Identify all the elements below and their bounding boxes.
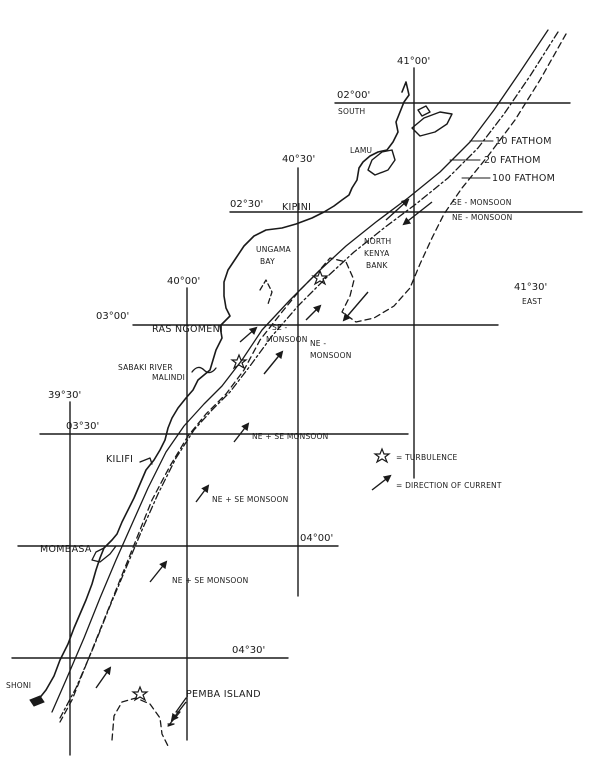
label-lat-03-00: 03°00': [96, 311, 129, 322]
label-north-kenya-2: KENYA: [364, 249, 390, 258]
label-lat-03-30: 03°30': [66, 421, 99, 432]
arrow-ne-se-1: [233, 422, 250, 443]
label-ras-ngomeni: RAS NGOMENI: [152, 324, 223, 335]
label-lon-40-00: 40°00': [167, 276, 200, 287]
label-lat-04-30: 04°30': [232, 645, 265, 656]
label-shimoni: SHONI: [6, 681, 31, 690]
turbulence-symbols: [131, 269, 391, 702]
label-north-kenya-1: NORTH: [364, 237, 391, 246]
label-ne-se-3: NE + SE MONSOON: [172, 576, 248, 585]
label-20-fathom: 20 FATHOM: [484, 155, 541, 166]
label-lon-40-30: 40°30': [282, 154, 315, 165]
label-se-monsoon-b1: SE -: [272, 323, 287, 332]
arrow-ras-3: [305, 304, 322, 321]
label-lon-39-30: 39°30': [48, 390, 81, 401]
label-ungama-2: BAY: [260, 257, 275, 266]
contour-100-fathom: [59, 33, 567, 723]
lamu-islands: [367, 105, 453, 176]
coastline: [37, 81, 410, 701]
latitude-lines: [11, 102, 583, 659]
legend-turbulence-label: = TURBULENCE: [396, 453, 458, 462]
label-ne-monsoon: NE - MONSOON: [452, 213, 512, 222]
label-kilifi: KILIFI: [106, 454, 133, 465]
arrow-kipini-se: [385, 198, 410, 221]
label-kipini: KIPINI: [282, 202, 311, 213]
current-arrows: [95, 198, 433, 722]
contour-20-fathom: [59, 31, 559, 719]
arrow-bank-ne: [402, 201, 433, 226]
label-north-kenya-3: BANK: [366, 261, 388, 270]
legend-direction-label: = DIRECTION OF CURRENT: [396, 481, 502, 490]
label-ne-monsoon-b2: MONSOON: [310, 351, 352, 360]
legend: = TURBULENCE = DIRECTION OF CURRENT: [371, 453, 502, 491]
turbulence-star-3: [131, 685, 149, 702]
arrow-ne-se-3: [149, 560, 168, 583]
label-pemba-island: PEMBA ISLAND: [186, 689, 261, 700]
label-mombasa: MOMBASA: [40, 544, 92, 555]
label-lon-41-00: 41°00': [397, 56, 430, 67]
sabaki-river: [191, 366, 217, 374]
turbulence-star-2: [230, 353, 248, 370]
arrow-ras-1: [239, 326, 258, 343]
ungama-hook: [259, 279, 273, 305]
label-lon-east-suffix: EAST: [522, 297, 542, 306]
label-lat-02-00-south: SOUTH: [338, 107, 365, 116]
label-ne-se-2: NE + SE MONSOON: [212, 495, 288, 504]
longitude-lines: [69, 67, 415, 756]
turbulence-star-legend: [373, 447, 391, 464]
turbulence-star-1: [311, 269, 329, 286]
label-lat-04-00: 04°00': [300, 533, 333, 544]
label-ne-monsoon-b1: NE -: [310, 339, 326, 348]
label-se-monsoon-b2: MONSOON: [266, 335, 308, 344]
pemba-hollow-arrow: [167, 697, 187, 727]
arrow-pemba: [170, 701, 187, 722]
label-ungama-1: UNGAMA: [256, 245, 292, 254]
label-100-fathom: 100 FATHOM: [492, 173, 555, 184]
label-lamu: LAMU: [350, 146, 372, 155]
arrow-ne-se-2: [195, 484, 210, 503]
legend-arrow: [371, 474, 392, 491]
label-10-fathom: 10 FATHOM: [495, 136, 552, 147]
arrow-south-1: [95, 666, 112, 689]
label-sabaki-river: SABAKI RIVER: [118, 363, 173, 372]
label-lat-02-30: 02°30': [230, 199, 263, 210]
label-malindi: MALINDI: [152, 373, 185, 382]
arrow-bank-ne-2: [342, 291, 369, 322]
kilifi-creek: [139, 457, 153, 465]
label-se-monsoon: SE - MONSOON: [452, 198, 512, 207]
mombasa-inlet: [91, 545, 117, 563]
label-lat-02-00: 02°00': [337, 90, 370, 101]
label-ne-se-1: NE + SE MONSOON: [252, 432, 328, 441]
label-lon-east: 41°30': [514, 282, 547, 293]
shimoni-point: [29, 695, 45, 707]
pemba-bank: [111, 697, 169, 747]
arrow-ras-2: [263, 350, 284, 375]
